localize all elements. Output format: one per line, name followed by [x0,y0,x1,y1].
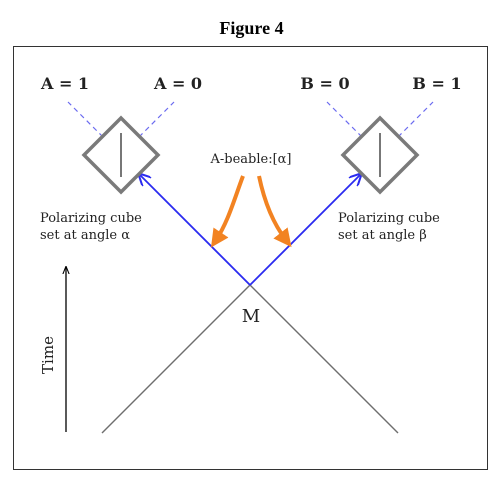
photon-path-left [139,174,251,286]
photon-path-right [249,174,361,286]
dash-left-a0 [138,101,175,138]
light-cone-right [249,284,399,434]
right-cube-caption-line1: Polarizing cube [338,211,440,226]
source-label-m: M [242,306,260,327]
beable-arrow-left [211,175,245,248]
light-cone-left [101,284,251,434]
beable-label: A-beable:[α] [209,152,291,167]
time-label: Time [39,336,57,374]
figure-title: Figure 4 [219,18,284,38]
diagram-frame [13,46,488,470]
left-cube-caption-line1: Polarizing cube [40,211,142,226]
label-b-equals-1: B = 1 [412,74,461,93]
beable-arrow-right [257,175,292,248]
left-polarizing-cube [81,115,161,195]
dash-left-a1 [67,101,104,138]
dash-right-b0 [326,101,363,138]
label-a-equals-0: A = 0 [153,74,202,93]
label-b-equals-0: B = 0 [300,74,349,93]
right-polarizing-cube [340,115,420,195]
right-cube-caption-line2: set at angle β [338,228,427,243]
left-cube-caption-line2: set at angle α [40,228,130,243]
dash-right-b1 [397,101,434,138]
label-a-equals-1: A = 1 [40,74,89,93]
